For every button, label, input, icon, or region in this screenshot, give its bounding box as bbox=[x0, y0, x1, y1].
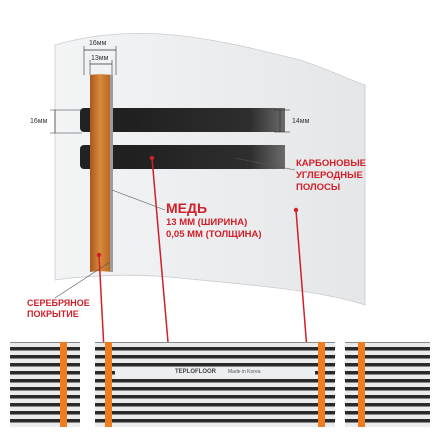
carbon-strip-upper bbox=[110, 108, 285, 132]
film-sheet bbox=[54, 32, 366, 306]
copper-thickness-spec: 0,05 ММ (ТОЛЩИНА) bbox=[166, 229, 262, 240]
copper-spec: 13 ММ (ШИРИНА) 0,05 ММ (ТОЛЩИНА) bbox=[166, 217, 262, 241]
carbon-label-line2: УГЛЕРОДНЫЕ bbox=[296, 170, 363, 181]
film-roll-right bbox=[345, 342, 430, 427]
film-brand-print: TEPLOFLOOR bbox=[175, 369, 216, 375]
dim-label-16mm-left: 16мм bbox=[30, 118, 48, 125]
film-roll-center bbox=[95, 342, 335, 427]
copper-bus bbox=[90, 74, 112, 272]
silver-edge bbox=[110, 75, 113, 272]
film-roll-left bbox=[10, 342, 80, 427]
dim-label-16mm-top: 16мм bbox=[89, 40, 107, 47]
silver-label-line1: СЕРЕБРЯНОЕ bbox=[27, 298, 90, 308]
carbon-strips-label: КАРБОНОВЫЕ УГЛЕРОДНЫЕ ПОЛОСЫ bbox=[296, 158, 366, 194]
silver-coating-label: СЕРЕБРЯНОЕ ПОКРЫТИЕ bbox=[27, 298, 90, 320]
leader-carbon bbox=[234, 157, 296, 171]
carbon-strip-lower bbox=[110, 145, 285, 169]
leader-silver bbox=[54, 261, 111, 299]
carbon-label-line1: КАРБОНОВЫЕ bbox=[296, 158, 366, 169]
red-dot bbox=[149, 155, 155, 161]
copper-title: МЕДЬ bbox=[166, 200, 208, 216]
dim-label-14mm: 14мм bbox=[292, 118, 310, 125]
red-dot bbox=[96, 252, 102, 258]
carbon-label-line3: ПОЛОСЫ bbox=[296, 182, 341, 193]
copper-width-spec: 13 ММ (ШИРИНА) bbox=[166, 217, 248, 228]
film-made-in-print: Made in Korea bbox=[228, 369, 261, 375]
dim-label-13mm: 13мм bbox=[91, 55, 109, 62]
silver-label-line2: ПОКРЫТИЕ bbox=[27, 309, 79, 319]
red-dot bbox=[293, 207, 299, 213]
